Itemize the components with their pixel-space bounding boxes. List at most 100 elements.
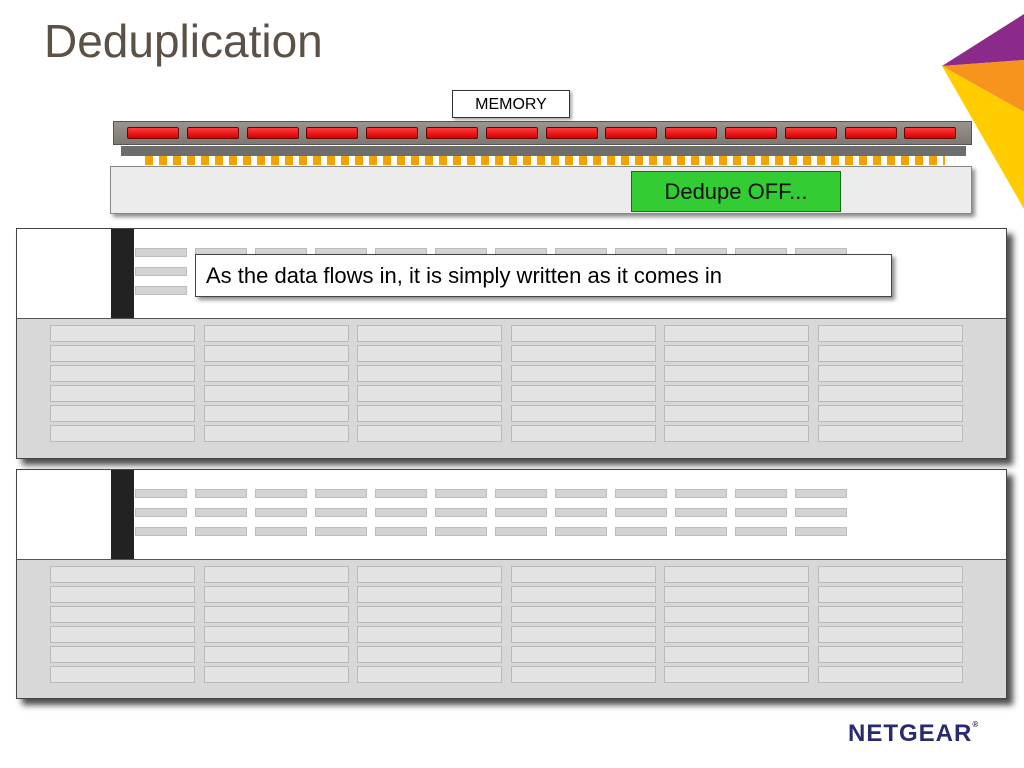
controller-slot: [135, 527, 187, 536]
drive-bay: [510, 365, 656, 382]
drive-bay: [664, 586, 809, 603]
controller-slot: [675, 527, 727, 536]
controller-slot: [435, 489, 487, 498]
drive-bays: [17, 318, 1006, 458]
controller-slot: [195, 489, 247, 498]
drive-bay: [817, 345, 963, 362]
drive-bay: [817, 566, 963, 583]
controller-slot: [255, 508, 307, 517]
controller-slot: [615, 527, 667, 536]
memory-chip: [366, 127, 419, 139]
memory-chip: [605, 127, 658, 139]
drive-bay: [50, 626, 195, 643]
drive-bay: [664, 606, 809, 623]
drive-bay: [50, 566, 195, 583]
controller-slot: [315, 527, 367, 536]
corner-decoration: [942, 14, 1024, 209]
controller-slot: [615, 489, 667, 498]
drive-bay: [203, 566, 349, 583]
storage-array-2: [16, 469, 1007, 699]
drive-bay: [817, 425, 963, 442]
drive-bay: [50, 405, 195, 422]
controller-slot: [735, 508, 787, 517]
memory-slot: [110, 166, 972, 214]
drive-bay: [50, 325, 195, 342]
drive-bay: [817, 606, 963, 623]
drive-bay: [50, 586, 195, 603]
drive-bay: [664, 566, 809, 583]
drive-bay: [664, 425, 809, 442]
memory-chip: [904, 127, 957, 139]
drive-bay: [510, 345, 656, 362]
drive-bay: [510, 405, 656, 422]
controller-slot: [135, 286, 187, 295]
drive-bay: [357, 646, 502, 663]
drive-bay: [203, 365, 349, 382]
drive-bay: [203, 385, 349, 402]
drive-bay: [357, 566, 502, 583]
drive-bay: [664, 626, 809, 643]
drive-bay: [203, 666, 349, 683]
memory-chip: [545, 127, 598, 139]
controller-slot: [795, 508, 847, 517]
drive-bay: [664, 325, 809, 342]
drive-bay: [50, 385, 195, 402]
drive-bay: [203, 405, 349, 422]
drive-bay: [510, 586, 656, 603]
drive-bay: [510, 666, 656, 683]
controller-slot: [435, 508, 487, 517]
drive-bays: [17, 559, 1006, 698]
drive-bay: [203, 345, 349, 362]
data-flow-callout: As the data flows in, it is simply writt…: [195, 254, 892, 297]
drive-bay: [50, 425, 195, 442]
controller-slot: [255, 489, 307, 498]
drive-bay: [357, 345, 502, 362]
drive-bay: [510, 566, 656, 583]
memory-chip: [725, 127, 777, 139]
drive-bay: [817, 646, 963, 663]
drive-bay: [203, 586, 349, 603]
controller-slot: [495, 489, 547, 498]
drive-bay: [357, 666, 502, 683]
drive-bay: [664, 385, 809, 402]
memory-chip: [246, 127, 299, 139]
controller-slot: [435, 527, 487, 536]
controller-slot: [555, 508, 607, 517]
controller-slot: [495, 508, 547, 517]
drive-bay: [817, 405, 963, 422]
controller-slot: [675, 489, 727, 498]
controller-slot: [255, 527, 307, 536]
drive-bay: [664, 345, 809, 362]
drive-bay: [50, 345, 195, 362]
drive-bay: [50, 666, 195, 683]
slide-title: Deduplication: [44, 15, 323, 67]
drive-bay: [357, 425, 502, 442]
logo-text: NETGEAR: [848, 720, 973, 747]
controller-slot: [315, 508, 367, 517]
drive-bay: [203, 606, 349, 623]
drive-bay: [510, 626, 656, 643]
memory-chip: [844, 127, 897, 139]
controller-slot: [675, 508, 727, 517]
memory-label: MEMORY: [452, 90, 570, 118]
controller-slot: [195, 508, 247, 517]
drive-bay: [817, 626, 963, 643]
controller-slot: [495, 527, 547, 536]
drive-bay: [357, 626, 502, 643]
drive-bay: [664, 666, 809, 683]
drive-bay: [664, 646, 809, 663]
controller-slot: [735, 527, 787, 536]
registered-mark: ®: [972, 720, 980, 729]
controller-slot: [735, 489, 787, 498]
controller-slot: [555, 527, 607, 536]
drive-bay: [817, 385, 963, 402]
controller-slot: [795, 527, 847, 536]
drive-bay: [817, 325, 963, 342]
memory-pins: [145, 156, 945, 165]
drive-bay: [203, 325, 349, 342]
drive-bay: [664, 405, 809, 422]
memory-chip: [665, 127, 718, 139]
memory-chip: [784, 127, 837, 139]
memory-module-base: [121, 146, 966, 156]
dedupe-status-badge: Dedupe OFF...: [631, 171, 841, 212]
